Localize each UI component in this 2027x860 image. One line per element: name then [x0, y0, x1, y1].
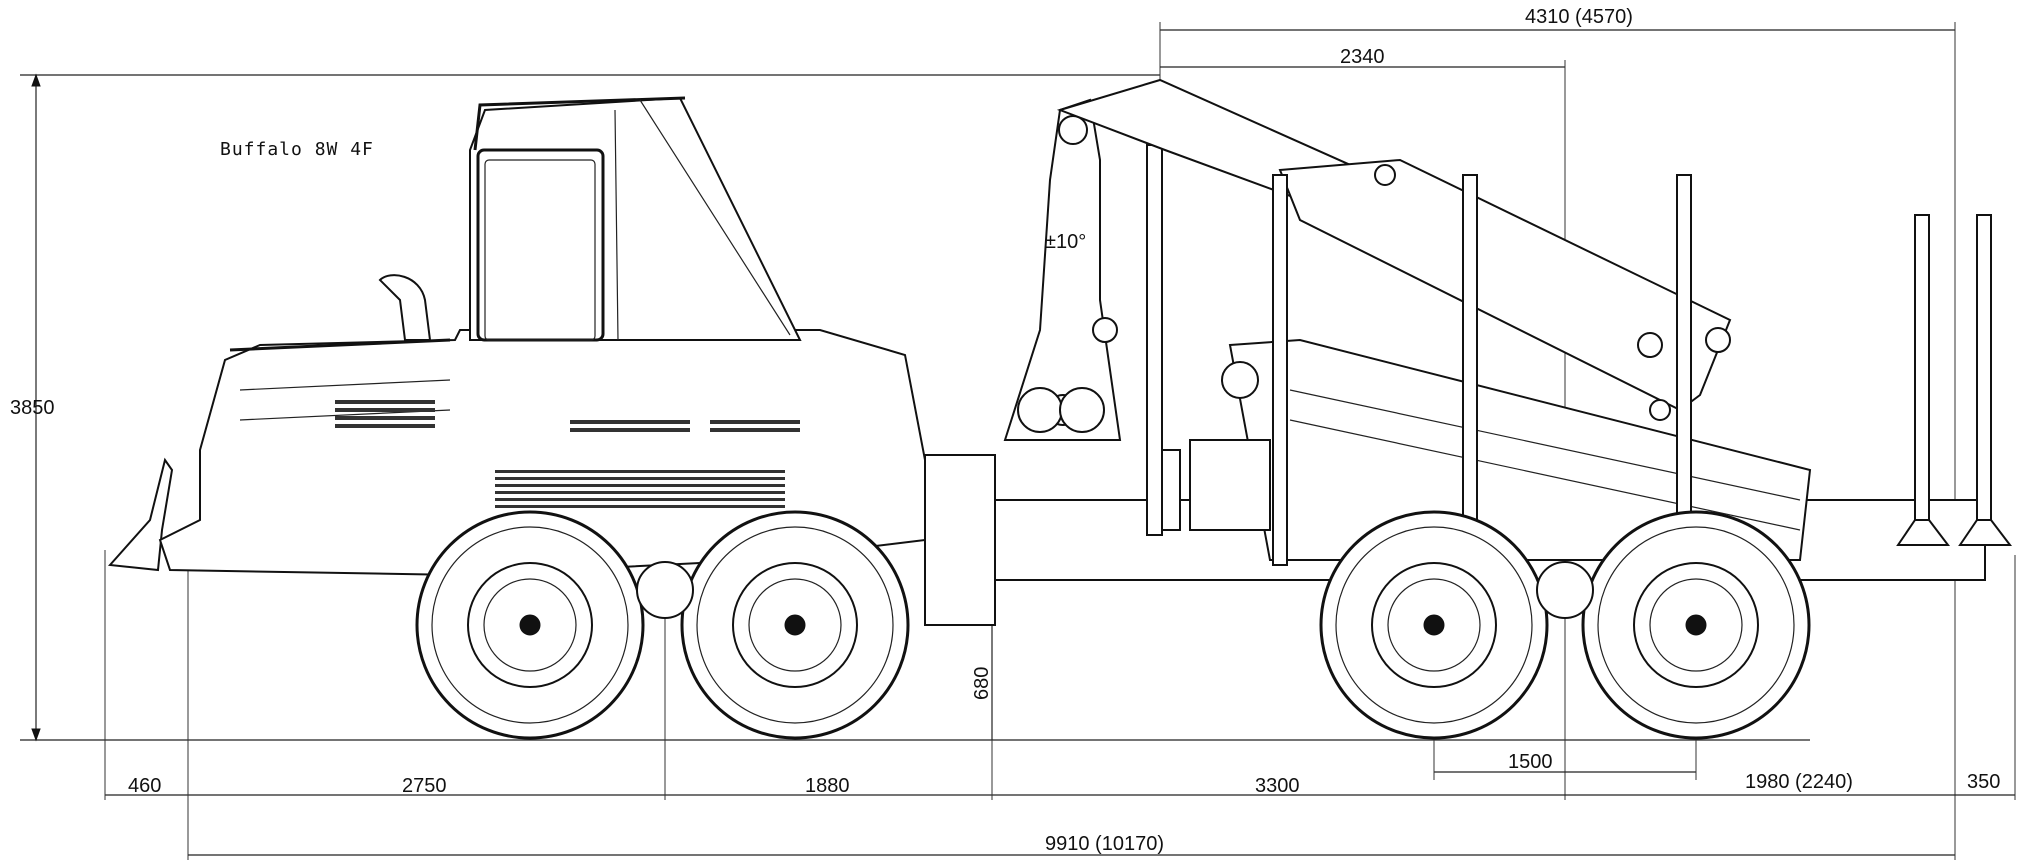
cab [469, 96, 802, 341]
front-blade [107, 457, 174, 572]
dim-joint-to-rear-bogie: 3300 [1255, 775, 1300, 797]
dim-rear-bogie-spacing: 1500 [1508, 751, 1553, 773]
model-label: Buffalo 8W 4F [220, 139, 374, 160]
angle-label: ±10° [1045, 231, 1086, 253]
dim-crane-reach: 4310 (4570) [1525, 6, 1633, 28]
crane-column [1003, 98, 1122, 441]
crane-jib [1278, 158, 1732, 412]
wheel-rear-1 [1319, 510, 1549, 740]
crane-ram [1146, 144, 1163, 536]
dim-ground-clearance: 680 [971, 667, 993, 700]
wheels [415, 510, 1811, 740]
dim-bogie-to-joint: 1880 [805, 775, 850, 797]
dim-stake-offset: 350 [1967, 771, 2000, 793]
dim-overall-height: 3850 [10, 397, 55, 419]
stakes [1272, 174, 2013, 566]
dim-front-overhang: 460 [128, 775, 161, 797]
dim-front-to-bogie: 2750 [402, 775, 447, 797]
wheel-front-1 [415, 510, 645, 740]
wheel-front-2 [680, 510, 910, 740]
wheel-rear-2 [1581, 510, 1811, 740]
dim-overall-length: 9910 (10170) [1045, 833, 1164, 855]
dim-crane-offset: 2340 [1340, 46, 1385, 68]
articulation-joint [924, 454, 996, 626]
dimension-lines [20, 22, 2016, 860]
forwarder-machine [107, 78, 2013, 740]
exhaust [378, 274, 432, 341]
dim-rear-overhang: 1980 (2240) [1745, 771, 1853, 793]
